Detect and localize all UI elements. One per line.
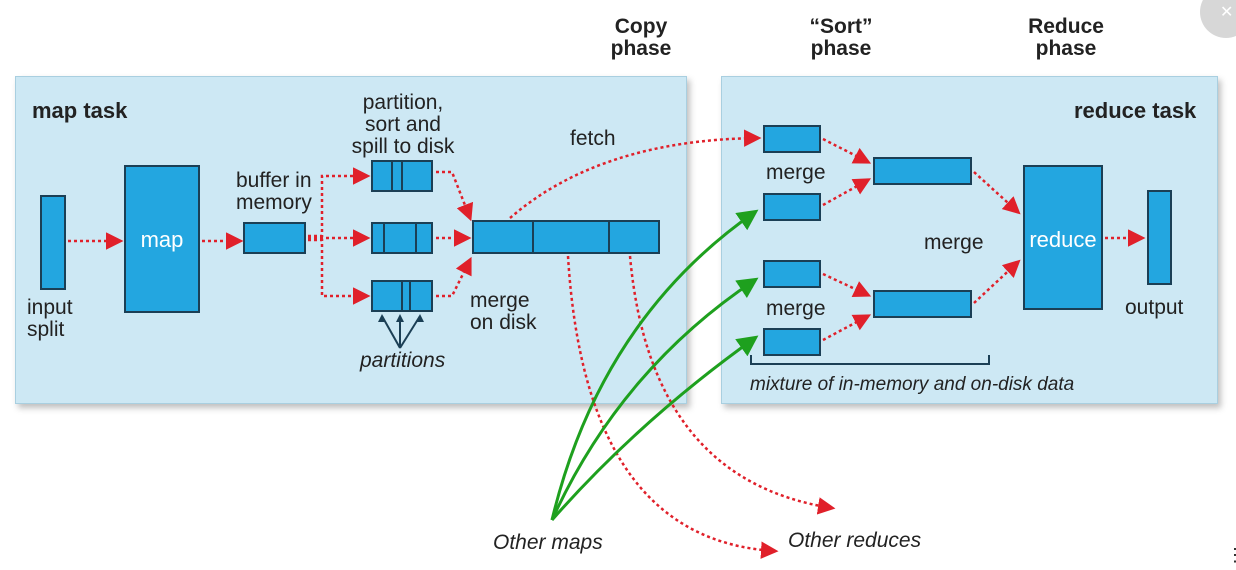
map-block — [124, 165, 200, 313]
merge-label-top: merge — [766, 161, 826, 184]
map-block-label: map — [140, 227, 184, 252]
buffer-block — [243, 222, 306, 254]
arrow-merge-4 — [822, 314, 872, 342]
green-arrow-to-block-2 — [550, 209, 759, 521]
input-split-block — [40, 195, 66, 290]
merged-output-block — [472, 220, 660, 254]
spill-block-bottom — [371, 280, 433, 312]
arrow-merged-top-to-reduce — [973, 171, 1021, 215]
arrow-fetch — [509, 129, 762, 219]
map-task-title: map task — [32, 98, 128, 123]
arrow-spill-top-to-merge — [436, 170, 474, 222]
reduce-block — [1023, 165, 1103, 310]
arrow-merge-3 — [822, 272, 872, 298]
reduce-input-block-3 — [763, 260, 821, 288]
partitions-label: partitions — [360, 349, 446, 372]
output-label: output — [1125, 296, 1184, 319]
partition-divider — [532, 222, 534, 252]
other-maps-label: Other maps — [493, 531, 603, 554]
partition-divider — [415, 224, 417, 252]
mixture-bracket — [750, 355, 990, 365]
other-reduces-label: Other reduces — [788, 529, 922, 552]
reduce-input-block-4 — [763, 328, 821, 356]
partition-divider — [391, 162, 393, 190]
partition-divider — [608, 222, 610, 252]
output-block — [1147, 190, 1172, 285]
sort-phase-label: “Sort”phase — [809, 15, 873, 60]
fetch-label: fetch — [570, 127, 616, 150]
reduce-task-title: reduce task — [1074, 98, 1197, 123]
arrow-merge-1 — [822, 137, 872, 164]
reduce-block-label: reduce — [1029, 227, 1097, 252]
arrow-to-other-reduces-2 — [628, 255, 836, 515]
arrow-spill-bottom-to-merge — [436, 256, 472, 298]
merge-label-bottom: merge — [766, 297, 826, 320]
reduce-input-block-1 — [763, 125, 821, 153]
close-icon[interactable]: ✕ — [1220, 4, 1234, 21]
spill-block-middle — [371, 222, 433, 254]
green-arrow-to-block-3 — [550, 277, 759, 521]
partition-divider — [409, 282, 411, 310]
partition-divider — [401, 162, 403, 190]
partition-divider — [383, 224, 385, 252]
arrow-buffer-to-spill-top — [308, 167, 371, 238]
mixture-label: mixture of in-memory and on-disk data — [750, 374, 1075, 395]
merged-block-top — [873, 157, 972, 185]
arrow-merge-2 — [822, 178, 872, 207]
arrow-to-other-reduces-1 — [566, 255, 779, 559]
green-arrow-to-block-4 — [550, 335, 759, 521]
partition-divider — [401, 282, 403, 310]
spill-block-top — [371, 160, 433, 192]
merged-block-bottom — [873, 290, 972, 318]
merge-label-middle: merge — [924, 231, 984, 254]
more-options-icon[interactable]: ⋮ — [1226, 545, 1236, 565]
reduce-input-block-2 — [763, 193, 821, 221]
arrow-merged-bottom-to-reduce — [973, 259, 1021, 304]
arrow-buffer-to-spill-bottom — [308, 238, 371, 305]
